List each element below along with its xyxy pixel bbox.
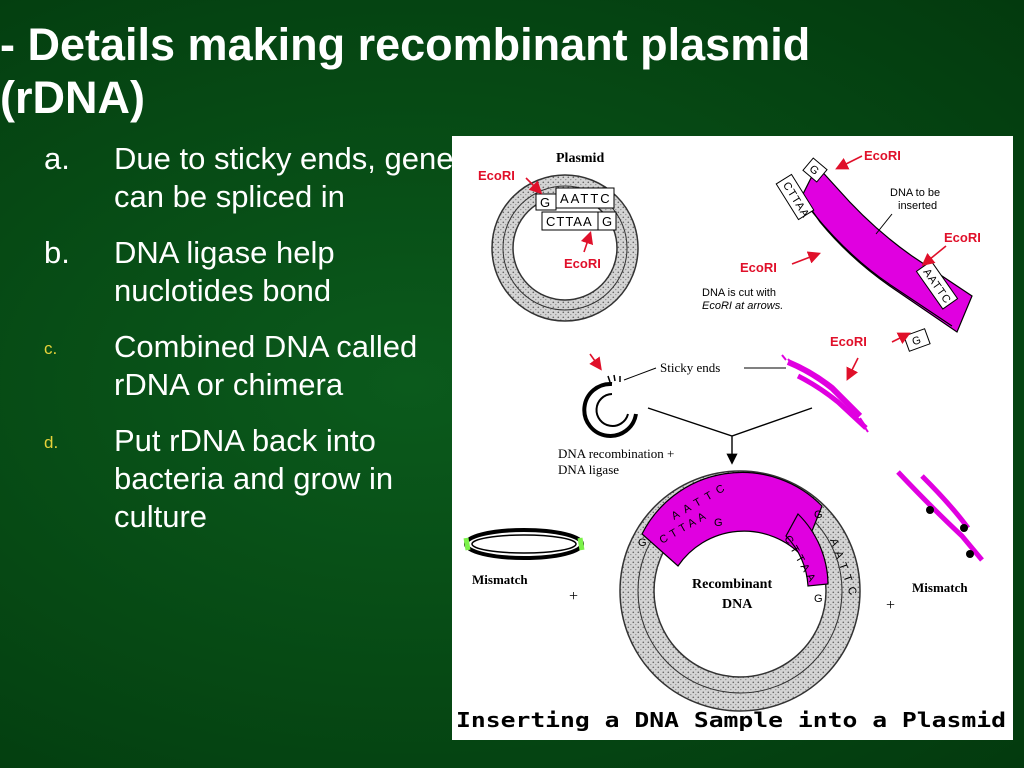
cut-note: EcoRI at arrows. (702, 300, 783, 312)
bullet-marker: a. (44, 141, 70, 176)
ecori-label: EcoRI (944, 230, 981, 245)
svg-text:CTTAA: CTTAA (546, 214, 593, 229)
red-arrow (525, 177, 543, 195)
cut-note: DNA is cut with (702, 287, 776, 299)
recombination-label: DNA recombination + (558, 446, 674, 461)
bullet-item: b. DNA ligase help nuclotides bond (44, 234, 464, 310)
pointer-line (623, 367, 657, 381)
bullet-text: Combined DNA called rDNA or chimera (114, 329, 418, 402)
ecori-label: EcoRI (564, 256, 601, 271)
svg-text:G: G (814, 593, 823, 605)
insert-fragment (781, 354, 869, 433)
dna-to-insert-label: inserted (898, 200, 937, 212)
ecori-label: EcoRI (830, 334, 867, 349)
svg-text:G: G (814, 509, 823, 521)
figure-caption: Inserting a DNA Sample into a Plasmid (456, 708, 1006, 732)
svg-text:G: G (638, 537, 647, 549)
ecori-label: EcoRI (864, 148, 901, 163)
bullet-text: DNA ligase help nuclotides bond (114, 235, 335, 308)
plasmid-cut-site: G AATTC CTTAA G (535, 187, 617, 231)
ecori-label: EcoRI (478, 168, 515, 183)
red-arrow (791, 251, 821, 265)
red-arrow (846, 357, 859, 381)
recombination-label: DNA ligase (558, 462, 619, 477)
red-arrow (921, 245, 947, 267)
bullet-marker: b. (44, 235, 70, 270)
bullet-list: a. Due to sticky ends, gene can be splic… (44, 140, 464, 554)
recombinant-plasmid (619, 470, 861, 712)
svg-text:G: G (714, 517, 723, 529)
plus-sign: + (886, 597, 895, 614)
pointer-line (875, 213, 893, 235)
plus-sign: + (569, 588, 578, 605)
svg-text:AATTC: AATTC (560, 191, 612, 206)
recombinant-label: DNA (722, 597, 753, 612)
svg-text:G: G (602, 214, 612, 229)
dna-to-insert-label: DNA to be (890, 187, 940, 199)
red-arrow (589, 353, 602, 371)
mismatch-strands (896, 470, 984, 562)
mismatch-label: Mismatch (472, 572, 528, 587)
bullet-marker: d. (44, 433, 59, 452)
bullet-item: d. Put rDNA back into bacteria and grow … (44, 422, 464, 536)
bullet-text: Due to sticky ends, gene can be spliced … (114, 141, 454, 214)
red-arrow (835, 155, 863, 170)
svg-text:G: G (911, 334, 923, 348)
merge-lines (647, 407, 813, 462)
recombinant-label: Recombinant (692, 577, 772, 592)
mismatch-ring (463, 528, 585, 560)
sticky-ends-label: Sticky ends (660, 360, 720, 375)
red-arrow (580, 230, 594, 253)
bullet-text: Put rDNA back into bacteria and grow in … (114, 423, 394, 534)
bullet-item: c. Combined DNA called rDNA or chimera (44, 328, 464, 404)
cut-plasmid (582, 374, 638, 438)
svg-text:G: G (540, 195, 550, 210)
ecori-label: EcoRI (740, 260, 777, 275)
plasmid-diagram: Plasmid G AATTC CTTAA G EcoRI EcoRI G (452, 136, 1013, 740)
slide-title: - Details making recombinant plasmid (rD… (0, 19, 811, 123)
plasmid-label: Plasmid (556, 151, 604, 166)
mismatch-label: Mismatch (912, 580, 968, 595)
bullet-marker: c. (44, 339, 58, 358)
red-arrow (891, 332, 911, 345)
bullet-item: a. Due to sticky ends, gene can be splic… (44, 140, 464, 216)
